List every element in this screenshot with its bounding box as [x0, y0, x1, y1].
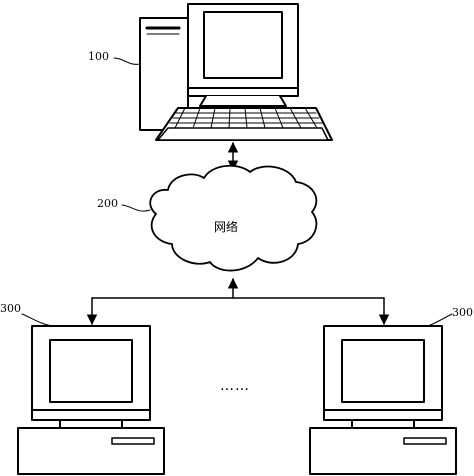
leader-server	[113, 57, 141, 65]
leader-client-right	[427, 313, 453, 327]
client-left-base	[17, 427, 165, 475]
client-right-base	[309, 427, 457, 475]
more-clients-ellipsis: ……	[220, 378, 250, 394]
server-tower	[139, 17, 189, 131]
client-right-screen	[341, 339, 425, 403]
leader-client-left	[21, 313, 53, 327]
label-client-left: 300	[0, 302, 21, 315]
label-network: 200	[97, 197, 118, 210]
label-server: 100	[88, 50, 109, 63]
client-right-drive	[403, 437, 447, 445]
client-computer-left	[17, 325, 165, 475]
client-left-screen	[49, 339, 133, 403]
server-computer	[139, 3, 333, 141]
client-left-drive	[111, 437, 155, 445]
leader-network	[121, 204, 151, 212]
label-client-right: 300	[452, 306, 473, 319]
network-label: 网络	[214, 219, 238, 234]
server-screen	[203, 11, 283, 79]
network-cloud	[149, 164, 318, 272]
client-computer-right	[309, 325, 457, 475]
